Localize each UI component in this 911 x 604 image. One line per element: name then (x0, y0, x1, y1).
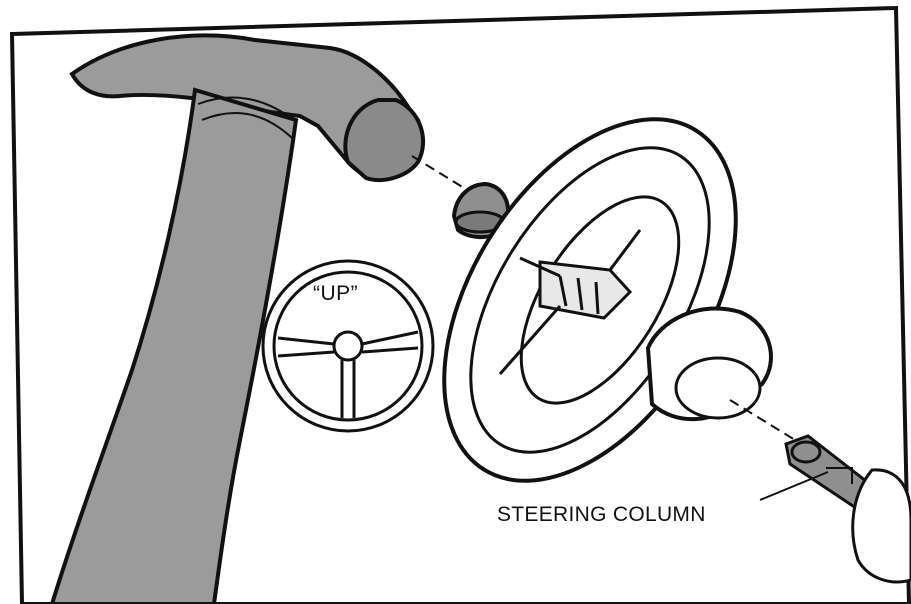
steering-column-label: STEERING COLUMN (497, 503, 706, 527)
hammer-face (345, 100, 423, 180)
label-leader-line (760, 472, 828, 500)
steering-column-icon (786, 436, 911, 582)
orientation-label: “UP” (313, 282, 358, 306)
steering-wheel (384, 68, 796, 532)
hammer-handle (52, 90, 296, 604)
